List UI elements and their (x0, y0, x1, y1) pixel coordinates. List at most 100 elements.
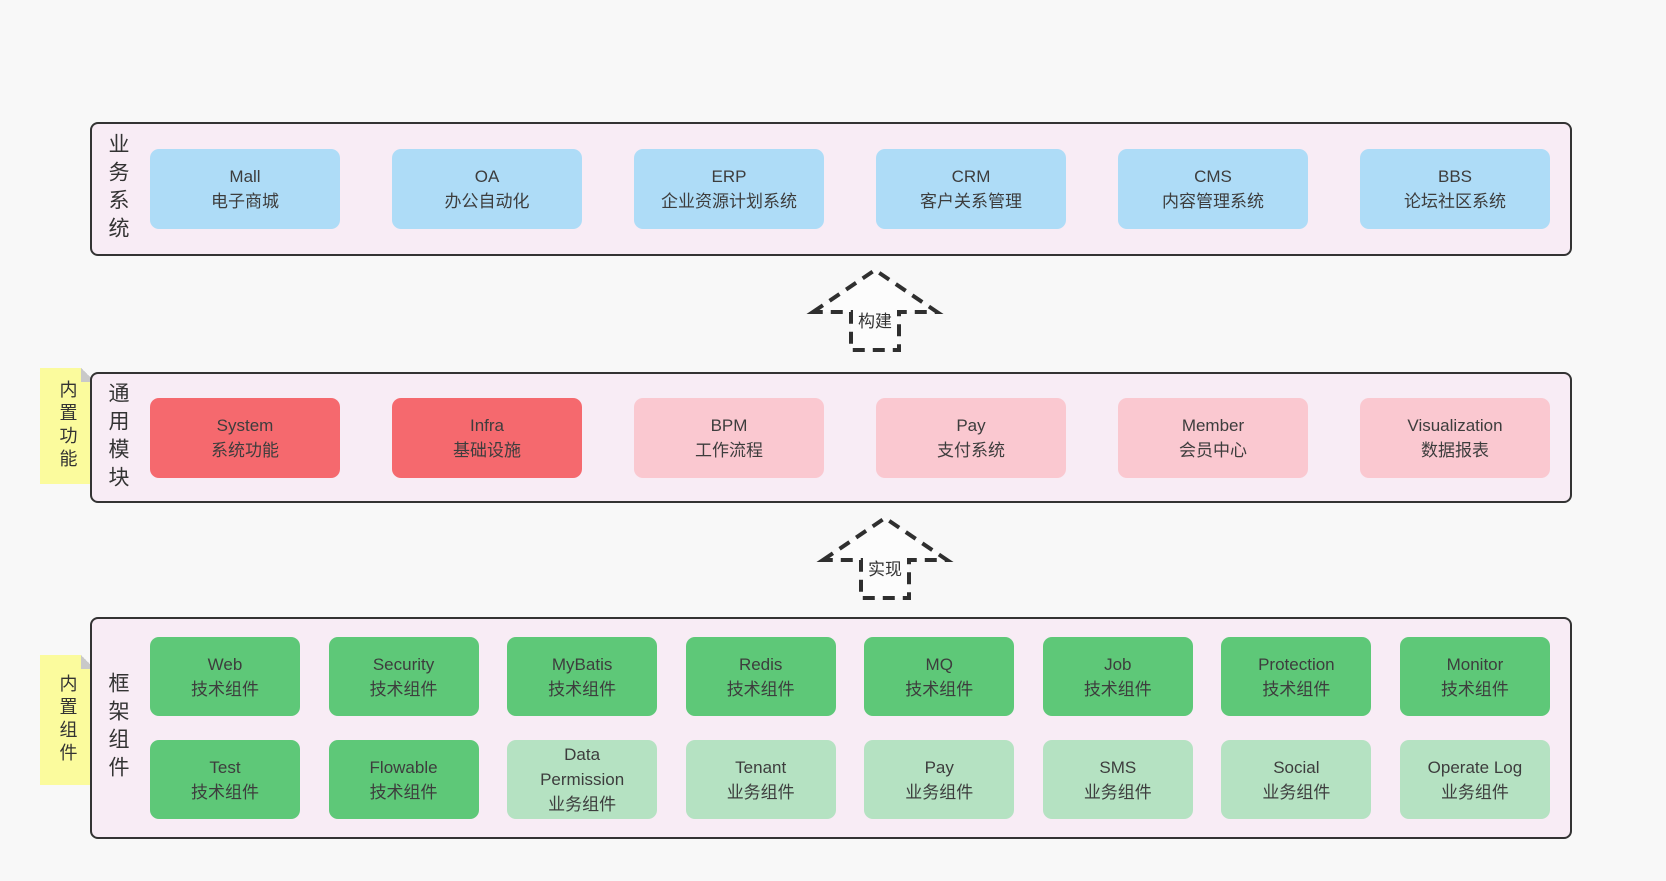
node-title: ERP (711, 167, 747, 186)
node-subtitle: 技术组件 (726, 679, 795, 699)
arrow-build: 构建 (805, 266, 945, 354)
node-title: OA (474, 167, 500, 186)
node-erp: ERP 企业资源计划系统 (634, 149, 824, 229)
node-title: BBS (1437, 167, 1473, 186)
node-subtitle: 会员中心 (1179, 440, 1247, 460)
node-title: Security (372, 654, 435, 674)
framework-components-row-2: Test 技术组件 Flowable 技术组件 Data Permission … (150, 740, 1550, 819)
band-label-common-modules: 通用模块 (106, 381, 129, 494)
band-framework-components: 框架组件 Web 技术组件 Security 技术组件 MyBatis 技术组件… (90, 617, 1572, 839)
node-subtitle: 办公自动化 (444, 192, 530, 211)
node-title: Data Permission (540, 745, 625, 789)
node-subtitle: 业务组件 (1440, 782, 1509, 802)
node-subtitle: 支付系统 (937, 440, 1005, 460)
sticky-built-in-features: 内置功能 (40, 368, 95, 484)
node-pay: Pay 支付系统 (876, 397, 1066, 478)
node-title: Web (207, 654, 243, 674)
node-title: Protection (1258, 654, 1335, 674)
node-social: Social 业务组件 (1221, 740, 1372, 819)
node-title: Test (209, 757, 241, 777)
framework-components-row-1: Web 技术组件 Security 技术组件 MyBatis 技术组件 Redi… (150, 637, 1550, 716)
band-common-modules: 通用模块 System 系统功能 Infra 基础设施 BPM 工作流程 Pay… (90, 372, 1572, 503)
node-subtitle: 业务组件 (905, 782, 974, 802)
node-bbs: BBS 论坛社区系统 (1360, 149, 1550, 229)
node-subtitle: 技术组件 (369, 679, 438, 699)
common-modules-row: System 系统功能 Infra 基础设施 BPM 工作流程 Pay 支付系统… (150, 397, 1550, 478)
node-flowable: Flowable 技术组件 (328, 740, 479, 819)
node-title: Monitor (1446, 654, 1504, 674)
node-subtitle: 客户关系管理 (920, 192, 1022, 211)
node-title: Operate Log (1427, 757, 1523, 777)
node-title: CMS (1194, 167, 1232, 186)
node-member: Member 会员中心 (1118, 397, 1308, 478)
node-visualization: Visualization 数据报表 (1360, 397, 1550, 478)
node-subtitle: 业务组件 (1262, 782, 1331, 802)
sticky-label: 内置功能 (57, 380, 78, 472)
node-subtitle: 系统功能 (211, 440, 279, 460)
node-title: Redis (738, 654, 783, 674)
node-tenant: Tenant 业务组件 (685, 740, 836, 819)
arrow-build-label: 构建 (855, 306, 895, 333)
node-mall: Mall 电子商城 (150, 149, 340, 229)
sticky-label: 内置组件 (57, 674, 78, 766)
node-subtitle: 企业资源计划系统 (661, 192, 797, 211)
node-operate-log: Operate Log 业务组件 (1399, 740, 1550, 819)
node-subtitle: 技术组件 (1083, 679, 1152, 699)
node-mq: MQ 技术组件 (864, 637, 1015, 716)
node-title: Pay (956, 415, 986, 435)
node-subtitle: 业务组件 (548, 795, 617, 814)
node-title: System (216, 415, 274, 435)
band-label-business-systems: 业务系统 (106, 133, 129, 245)
node-data-permission: Data Permission 业务组件 (507, 740, 658, 819)
node-web: Web 技术组件 (150, 637, 300, 716)
sticky-built-in-components: 内置组件 (40, 655, 95, 785)
business-systems-row: Mall 电子商城 OA 办公自动化 ERP 企业资源计划系统 CRM 客户关系… (150, 149, 1550, 229)
node-subtitle: 技术组件 (191, 679, 259, 699)
node-title: Visualization (1407, 415, 1503, 435)
node-title: Social (1273, 757, 1320, 777)
band-label-framework-components: 框架组件 (106, 672, 129, 784)
node-cms: CMS 内容管理系统 (1118, 149, 1308, 229)
arrow-implement-label: 实现 (865, 554, 905, 581)
node-subtitle: 内容管理系统 (1162, 192, 1264, 211)
node-monitor: Monitor 技术组件 (1399, 637, 1550, 716)
node-infra: Infra 基础设施 (392, 397, 582, 478)
node-bpm: BPM 工作流程 (634, 397, 824, 478)
node-subtitle: 技术组件 (191, 782, 259, 802)
node-title: MQ (925, 654, 953, 674)
node-title: Job (1104, 654, 1132, 674)
node-subtitle: 技术组件 (1440, 679, 1509, 699)
node-oa: OA 办公自动化 (392, 149, 582, 229)
node-title: Flowable (369, 757, 438, 777)
node-subtitle: 电子商城 (211, 192, 279, 211)
node-title: Mall (229, 167, 261, 186)
node-pay-business: Pay 业务组件 (864, 740, 1015, 819)
node-title: BPM (710, 415, 748, 435)
node-title: SMS (1099, 757, 1137, 777)
node-subtitle: 基础设施 (453, 440, 521, 460)
node-subtitle: 业务组件 (1083, 782, 1152, 802)
node-title: CRM (951, 167, 991, 186)
node-subtitle: 业务组件 (726, 782, 795, 802)
node-job: Job 技术组件 (1042, 637, 1193, 716)
node-subtitle: 技术组件 (1262, 679, 1331, 699)
node-mybatis: MyBatis 技术组件 (507, 637, 658, 716)
node-title: Tenant (735, 757, 787, 777)
node-crm: CRM 客户关系管理 (876, 149, 1066, 229)
node-title: MyBatis (551, 654, 613, 674)
node-test: Test 技术组件 (150, 740, 300, 819)
node-subtitle: 数据报表 (1421, 440, 1489, 460)
band-business-systems: 业务系统 Mall 电子商城 OA 办公自动化 ERP 企业资源计划系统 CRM… (90, 122, 1572, 256)
node-redis: Redis 技术组件 (685, 637, 836, 716)
node-subtitle: 工作流程 (695, 440, 763, 460)
node-system: System 系统功能 (150, 397, 340, 478)
node-title: Member (1181, 415, 1245, 435)
node-subtitle: 技术组件 (369, 782, 438, 802)
node-sms: SMS 业务组件 (1042, 740, 1193, 819)
node-subtitle: 论坛社区系统 (1404, 192, 1506, 211)
arrow-implement: 实现 (815, 514, 955, 602)
node-title: Infra (469, 415, 505, 435)
node-protection: Protection 技术组件 (1221, 637, 1372, 716)
node-subtitle: 技术组件 (905, 679, 974, 699)
node-title: Pay (924, 757, 954, 777)
